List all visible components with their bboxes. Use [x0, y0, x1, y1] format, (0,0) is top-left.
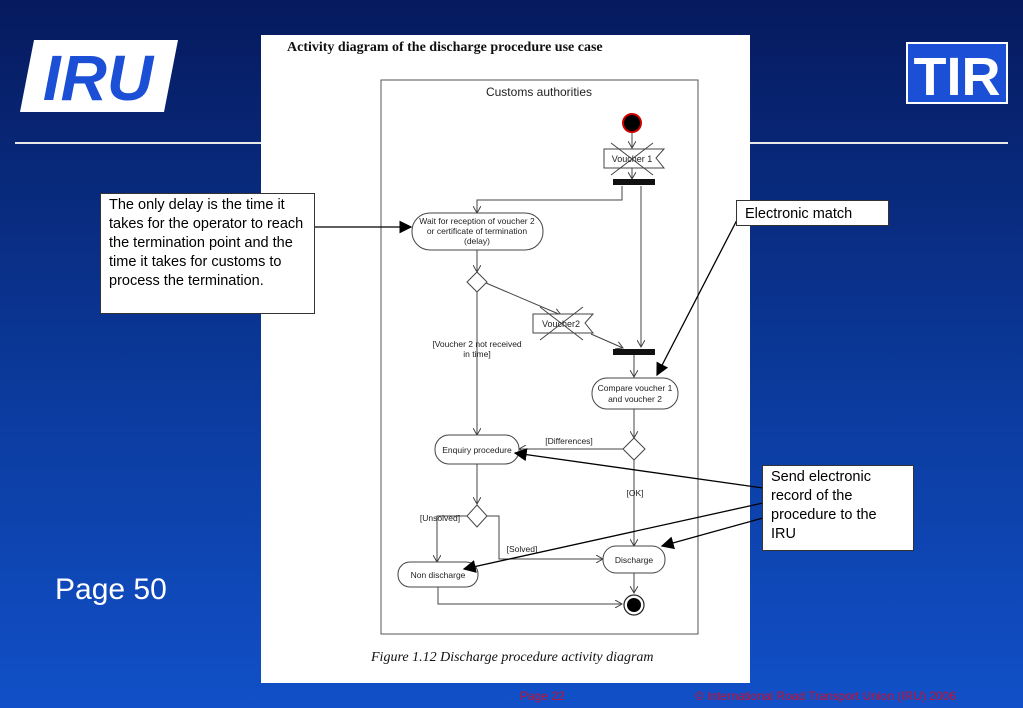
- header-rule-right: [750, 142, 1008, 144]
- guard-ok: [OK]: [626, 488, 643, 498]
- wait-label-3: (delay): [464, 236, 490, 246]
- wait-label-2: or certificate of termination: [427, 226, 527, 236]
- iru-logo-text: IRU: [43, 42, 155, 112]
- guard-not-received-1: [Voucher 2 not received: [432, 339, 522, 349]
- guard-differences: [Differences]: [545, 436, 593, 446]
- non-discharge-activity: Non discharge: [397, 561, 479, 588]
- header-rule-left: [15, 142, 261, 144]
- start-node: [622, 113, 642, 133]
- compare-decision: [622, 437, 646, 461]
- voucher1-object: Voucher 1: [603, 142, 666, 176]
- match-pointer: [656, 217, 739, 377]
- send-pointer-enquiry: [513, 448, 764, 489]
- reception-decision: [466, 271, 488, 293]
- join-bar: [613, 349, 655, 355]
- non-discharge-label: Non discharge: [411, 570, 466, 580]
- compare-label-2: and voucher 2: [608, 394, 662, 404]
- end-node: [623, 594, 645, 616]
- figure-caption: Figure 1.12 Discharge procedure activity…: [371, 650, 654, 665]
- iru-logo: IRU: [20, 40, 178, 112]
- guard-not-received-2: in time]: [463, 349, 490, 359]
- match-callout: Electronic match: [736, 200, 889, 226]
- activity-diagram: Customs authorities Voucher 1 Wait for r…: [380, 79, 699, 635]
- tir-logo: TIR: [906, 42, 1008, 104]
- discharge-label: Discharge: [615, 555, 654, 565]
- wait-label-1: Wait for reception of voucher 2: [419, 216, 535, 226]
- footer-copyright: © International Road Transport Union (IR…: [695, 689, 956, 703]
- page-label: Page 50: [55, 573, 167, 606]
- fork-bar: [613, 179, 655, 185]
- send-pointer-discharge: [660, 517, 764, 550]
- voucher2-object: Voucher2: [532, 306, 595, 341]
- document-page: Activity diagram of the discharge proced…: [261, 35, 750, 683]
- voucher1-label: Voucher 1: [612, 154, 653, 164]
- delay-callout: The only delay is the time it takes for …: [100, 193, 315, 314]
- compare-activity: Compare voucher 1 and voucher 2: [591, 377, 679, 410]
- guard-unsolved: [Unsolved]: [420, 513, 460, 523]
- footer-page-number: Page 22: [520, 689, 565, 703]
- guard-solved: [Solved]: [507, 544, 538, 554]
- discharge-activity: Discharge: [602, 545, 666, 574]
- enquiry-activity: Enquiry procedure: [434, 434, 520, 465]
- enquiry-decision: [466, 504, 488, 528]
- swimlane-frame: [380, 79, 699, 635]
- compare-label-1: Compare voucher 1: [598, 383, 673, 393]
- voucher2-label: Voucher2: [542, 319, 580, 329]
- enquiry-label: Enquiry procedure: [442, 445, 512, 455]
- document-title: Activity diagram of the discharge proced…: [287, 40, 603, 55]
- send-callout: Send electronic record of the procedure …: [762, 465, 914, 551]
- send-pointer-non-discharge: [462, 502, 764, 573]
- swimlane-title: Customs authorities: [486, 85, 592, 99]
- tir-logo-text: TIR: [914, 47, 1001, 104]
